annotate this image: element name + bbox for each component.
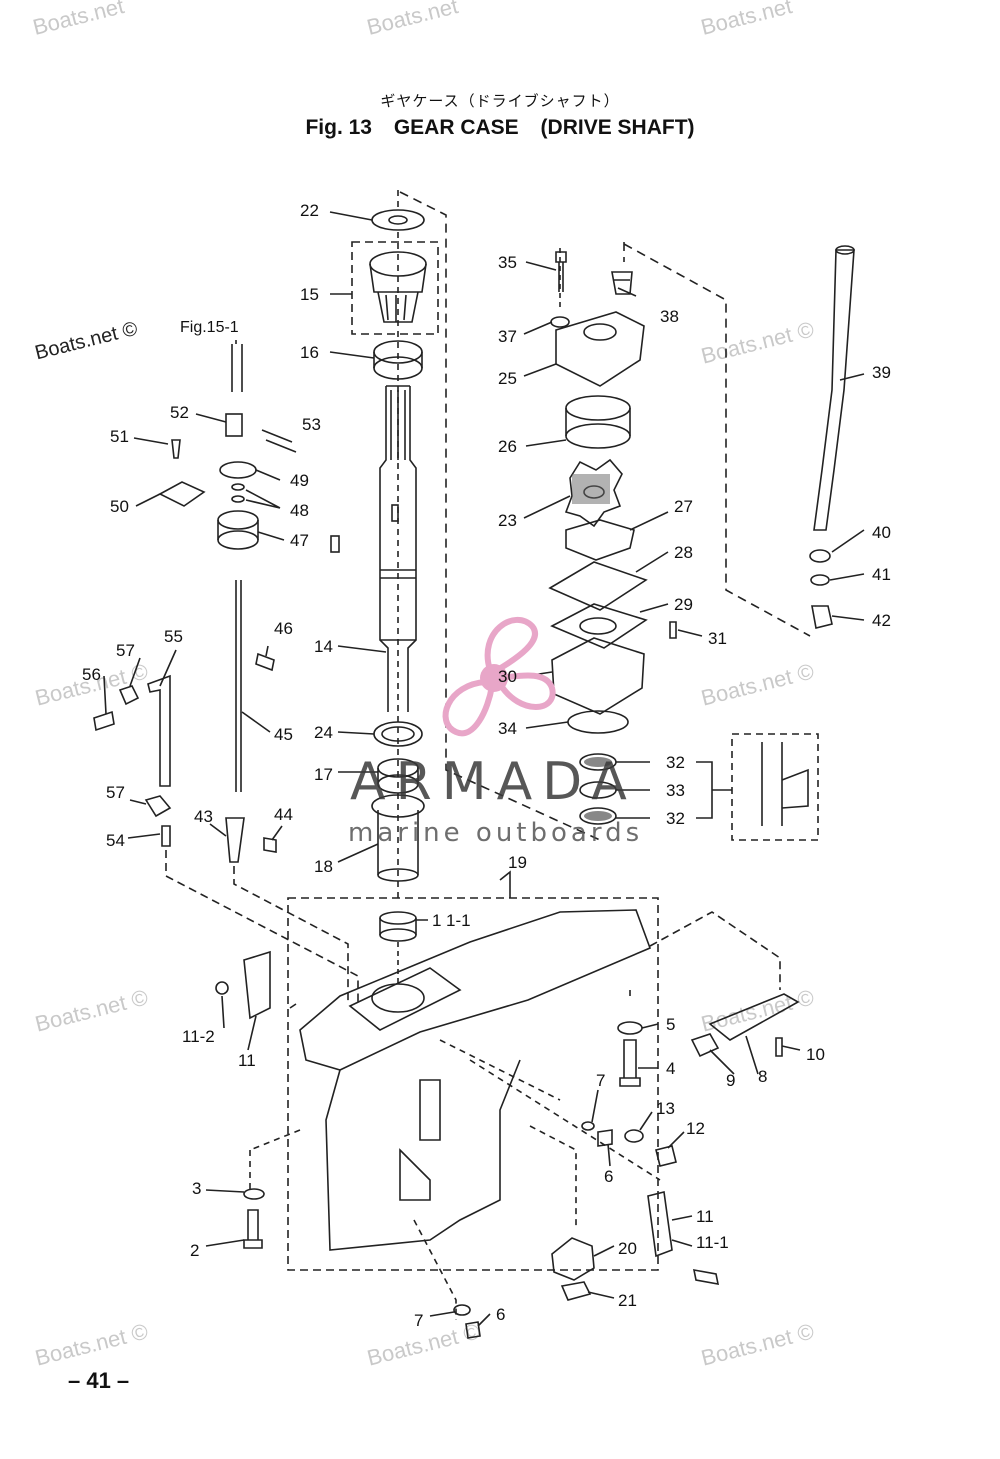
propeller-logo	[442, 617, 556, 737]
part-callout-3: 3	[192, 1179, 201, 1198]
part-callout-8: 8	[758, 1067, 767, 1086]
part-callout-21: 21	[618, 1291, 637, 1310]
part-callout-28: 28	[674, 543, 693, 562]
part-callout-6: 6	[496, 1305, 505, 1324]
part-callout-55: 55	[164, 627, 183, 646]
part-callout-27: 27	[674, 497, 693, 516]
part-callout-43: 43	[194, 807, 213, 826]
part-callout-39: 39	[872, 363, 891, 382]
part-callout-6: 6	[604, 1167, 613, 1186]
japanese-title: ギヤケース（ドライブシャフト）	[380, 93, 620, 110]
part-callout-22: 22	[300, 201, 319, 220]
part-callout-12: 12	[686, 1119, 705, 1138]
part-callout-25: 25	[498, 369, 517, 388]
page-title: Fig. 13 GEAR CASE (DRIVE SHAFT)	[0, 116, 1000, 140]
part-callout-57: 57	[106, 783, 125, 802]
part-callout-20: 20	[618, 1239, 637, 1258]
part-callout-9: 9	[726, 1071, 735, 1090]
brand-tagline: marine outboards	[348, 818, 644, 848]
part-callout-56: 56	[82, 665, 101, 684]
part-callout-29: 29	[674, 595, 693, 614]
part-callout-1: 1	[432, 911, 441, 930]
part-callout-44: 44	[274, 805, 293, 824]
part-callout-46: 46	[274, 619, 293, 638]
part-callout-17: 17	[314, 765, 333, 784]
part-callout-24: 24	[314, 723, 333, 742]
part-callout-18: 18	[314, 857, 333, 876]
part-callout-37: 37	[498, 327, 517, 346]
part-callout-11: 11	[696, 1207, 714, 1226]
part-callout-2: 2	[190, 1241, 199, 1260]
part-callout-11-1: 11-1	[696, 1233, 729, 1252]
part-callout-53: 53	[302, 415, 321, 434]
part-callout-48: 48	[290, 501, 309, 520]
title-main: GEAR CASE	[393, 116, 519, 139]
fig-label: Fig. 13	[305, 116, 372, 139]
part-callout-40: 40	[872, 523, 891, 542]
part-callout-54: 54	[106, 831, 125, 850]
part-callout-10: 10	[806, 1045, 825, 1064]
part-callout-7: 7	[596, 1071, 605, 1090]
part-callout-15: 15	[300, 285, 319, 304]
part-callout-5: 5	[666, 1015, 675, 1034]
part-callout-34: 34	[498, 719, 517, 738]
page-number: – 41 –	[68, 1368, 130, 1393]
part-callout-47: 47	[290, 531, 309, 550]
part-callout-11: 11	[238, 1051, 256, 1070]
part-callout-30: 30	[498, 667, 517, 686]
part-callout-26: 26	[498, 437, 517, 456]
part-callout-33: 33	[666, 781, 685, 800]
part-callout-38: 38	[660, 307, 679, 326]
part-callout-19: 19	[508, 853, 527, 872]
part-callout-45: 45	[274, 725, 293, 744]
part-callout-42: 42	[872, 611, 891, 630]
part-callout-50: 50	[110, 497, 129, 516]
ref-fig-15-1: Fig.15-1	[180, 319, 239, 336]
part-callout-32: 32	[666, 809, 685, 828]
title-sub: (DRIVE SHAFT)	[540, 116, 695, 139]
part-callout-1-1: 1-1	[446, 911, 471, 930]
part-callout-57: 57	[116, 641, 135, 660]
part-callout-35: 35	[498, 253, 517, 272]
part-callout-31: 31	[708, 629, 727, 648]
part-callout-13: 13	[656, 1099, 675, 1118]
part-callout-14: 14	[314, 637, 333, 656]
part-callout-52: 52	[170, 403, 189, 422]
part-callout-16: 16	[300, 343, 319, 362]
part-callout-7: 7	[414, 1311, 423, 1330]
part-callout-41: 41	[872, 565, 891, 584]
part-callout-23: 23	[498, 511, 517, 530]
part-callout-51: 51	[110, 427, 129, 446]
part-callout-4: 4	[666, 1059, 675, 1078]
part-callout-49: 49	[290, 471, 309, 490]
part-callout-32: 32	[666, 753, 685, 772]
brand-name: ARMADA	[350, 752, 637, 812]
part-callout-11-2: 11-2	[182, 1027, 215, 1046]
